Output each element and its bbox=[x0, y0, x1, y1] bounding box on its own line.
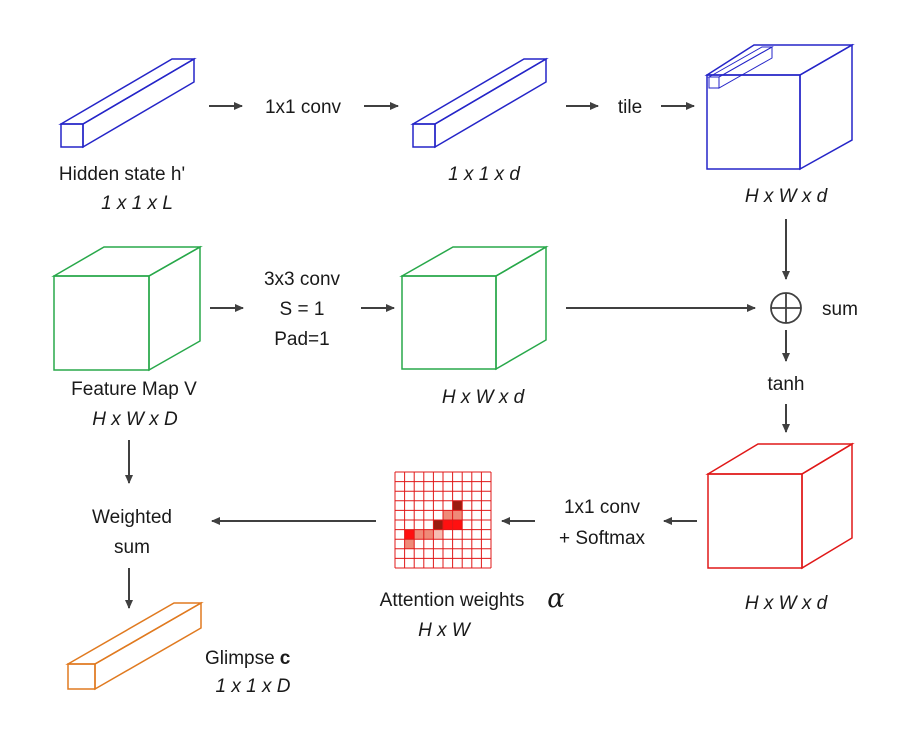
tanh-output-cube bbox=[705, 442, 855, 570]
proj-dim-label: 1 x 1 x d bbox=[448, 164, 521, 185]
attention-cell bbox=[452, 500, 463, 511]
projected-feature-cube bbox=[399, 245, 549, 371]
tiled-cube-inner-bar bbox=[707, 46, 774, 89]
feature-map-label: Feature Map V bbox=[71, 379, 197, 400]
attention-cell bbox=[433, 520, 443, 530]
sum-label: sum bbox=[822, 299, 858, 320]
feature-proj-dim-label: H x W x d bbox=[442, 387, 526, 408]
softmax-line2: + Softmax bbox=[559, 528, 646, 549]
hidden-state-label: Hidden state h' bbox=[59, 164, 185, 185]
tiled-dim-label: H x W x d bbox=[745, 186, 829, 207]
glimpse-dim-label: 1 x 1 x D bbox=[216, 676, 291, 697]
weighted-line2: sum bbox=[114, 537, 150, 558]
attention-cell bbox=[452, 520, 463, 530]
tanh-label: tanh bbox=[768, 374, 805, 395]
feature-dim-label: H x W x D bbox=[92, 409, 178, 430]
conv3-line1: 3x3 conv bbox=[264, 269, 341, 290]
attention-cell bbox=[423, 529, 434, 540]
conv1-label: 1x1 conv bbox=[265, 97, 342, 118]
attention-dim-label: H x W bbox=[418, 620, 472, 641]
tile-label: tile bbox=[618, 97, 642, 118]
alpha-symbol: α bbox=[547, 584, 565, 614]
attention-cell bbox=[443, 520, 453, 530]
hidden-state-bar bbox=[58, 57, 197, 149]
tiled-cube bbox=[704, 43, 855, 171]
conv3-line2: S = 1 bbox=[280, 299, 325, 320]
attention-label: Attention weights bbox=[380, 590, 525, 611]
attention-cell bbox=[404, 539, 415, 549]
tanh-dim-label: H x W x d bbox=[745, 593, 829, 614]
hidden-dim-label: 1 x 1 x L bbox=[101, 193, 173, 214]
attention-cell bbox=[414, 529, 424, 540]
conv3-line3: Pad=1 bbox=[274, 329, 329, 350]
attention-cell bbox=[433, 529, 443, 540]
attention-cell bbox=[443, 510, 453, 520]
attention-cell bbox=[452, 510, 463, 520]
weighted-line1: Weighted bbox=[92, 507, 172, 528]
glimpse-bold-c: c bbox=[280, 648, 291, 669]
feature-map-cube bbox=[51, 245, 203, 372]
glimpse-bar bbox=[65, 601, 204, 691]
softmax-line1: 1x1 conv bbox=[564, 497, 641, 518]
projected-hidden-bar bbox=[410, 57, 549, 149]
sum-plus-icon bbox=[770, 292, 802, 324]
attention-cell bbox=[404, 529, 415, 540]
glimpse-text: Glimpse bbox=[205, 648, 275, 669]
attention-grid bbox=[394, 471, 492, 569]
